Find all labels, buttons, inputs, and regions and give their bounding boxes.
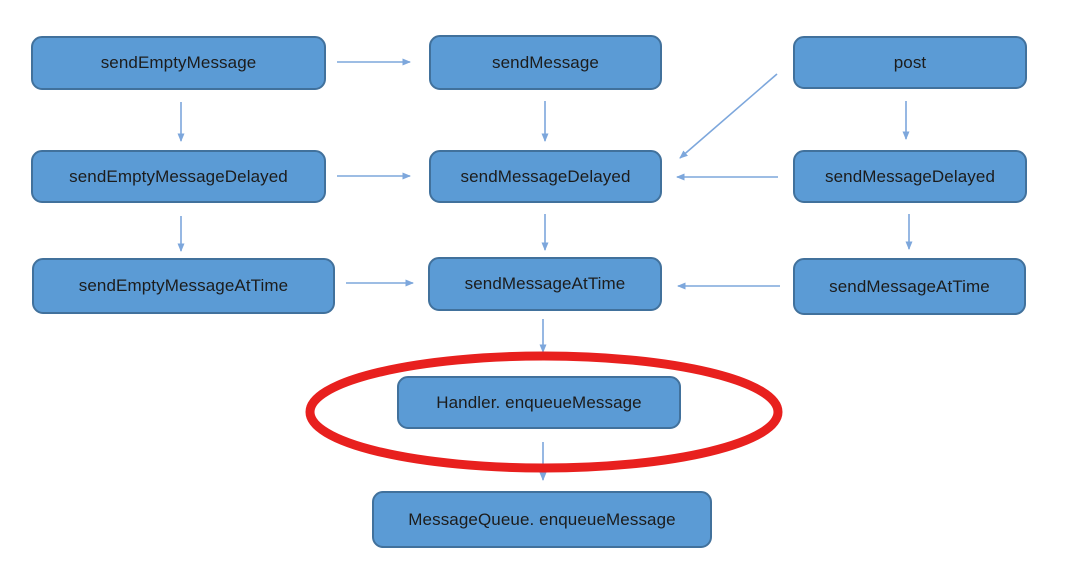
node-send-empty-message-delayed: sendEmptyMessageDelayed xyxy=(31,150,326,203)
node-send-message-delayed-middle: sendMessageDelayed xyxy=(429,150,662,203)
highlight-ellipse xyxy=(305,351,783,473)
node-send-empty-message-at-time: sendEmptyMessageAtTime xyxy=(32,258,335,314)
node-send-message: sendMessage xyxy=(429,35,662,90)
node-send-message-at-time-right: sendMessageAtTime xyxy=(793,258,1026,315)
node-send-message-delayed-right: sendMessageDelayed xyxy=(793,150,1027,203)
node-send-empty-message: sendEmptyMessage xyxy=(31,36,326,90)
node-message-queue-enqueue-message: MessageQueue. enqueueMessage xyxy=(372,491,712,548)
node-handler-enqueue-message: Handler. enqueueMessage xyxy=(397,376,681,429)
arrow-post-to-sendMessageDelayed-middle xyxy=(679,73,778,159)
node-post: post xyxy=(793,36,1027,89)
node-send-message-at-time-middle: sendMessageAtTime xyxy=(428,257,662,311)
